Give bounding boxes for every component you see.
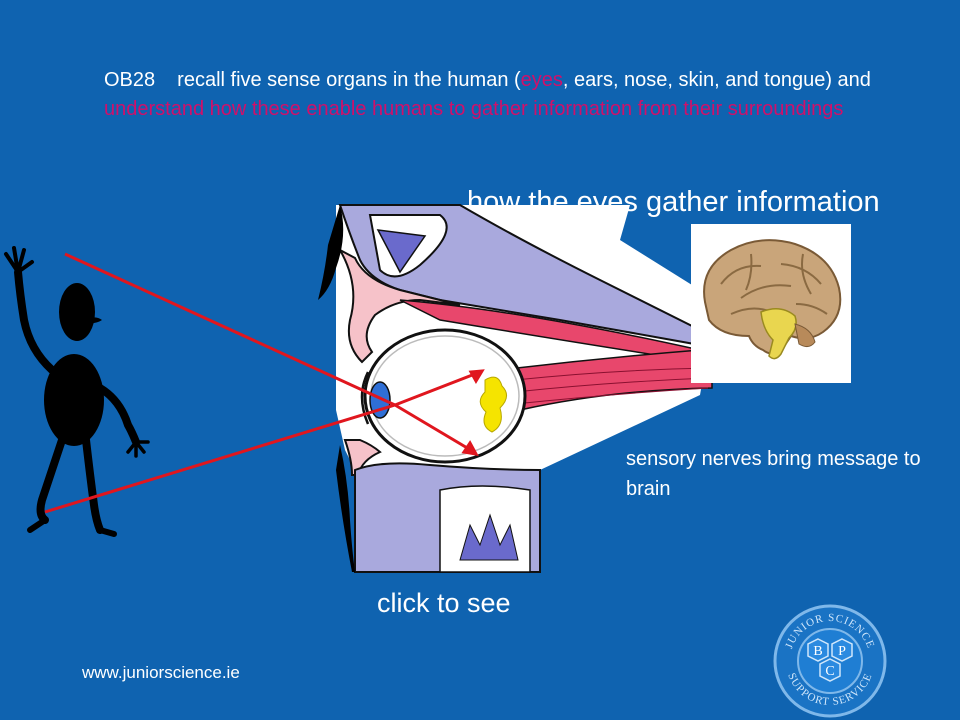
logo-letter-p: P: [838, 644, 846, 659]
light-ray-bottom-inner: [394, 370, 481, 407]
footer-url[interactable]: www.juniorscience.ie: [82, 663, 240, 682]
objective-text-1: recall five sense organs in the human (: [177, 69, 521, 91]
light-ray-bottom: [44, 403, 396, 514]
learning-objective: OB28 recall five sense organs in the huma…: [104, 66, 884, 124]
arrow-head-icon: [461, 440, 479, 456]
click-to-see-link[interactable]: click to see: [377, 588, 511, 618]
brain-image: [691, 224, 851, 383]
nerve-caption: sensory nerves bring message to brain: [626, 448, 921, 500]
light-rays: [44, 252, 485, 514]
logo-badge: JUNIOR SCIENCE SUPPORT SERVICE B P C: [772, 603, 888, 719]
logo-letter-c: C: [825, 664, 834, 679]
objective-text-2: , ears, nose, skin, and tongue) and: [562, 69, 871, 91]
objective-highlight-word: eyes: [520, 69, 563, 91]
eye-cross-section: [318, 204, 713, 573]
light-ray-top-inner: [394, 403, 475, 454]
light-ray-top: [64, 252, 396, 407]
brain-icon: [703, 239, 842, 360]
junior-science-logo-icon: JUNIOR SCIENCE SUPPORT SERVICE B P C: [773, 604, 887, 718]
person-figure: [4, 246, 150, 537]
logo-letter-b: B: [813, 644, 822, 659]
arrow-head-icon: [468, 369, 485, 384]
objective-highlight-phrase: understand how these enable humans to ga…: [104, 98, 844, 120]
objective-code: OB28: [104, 69, 156, 91]
